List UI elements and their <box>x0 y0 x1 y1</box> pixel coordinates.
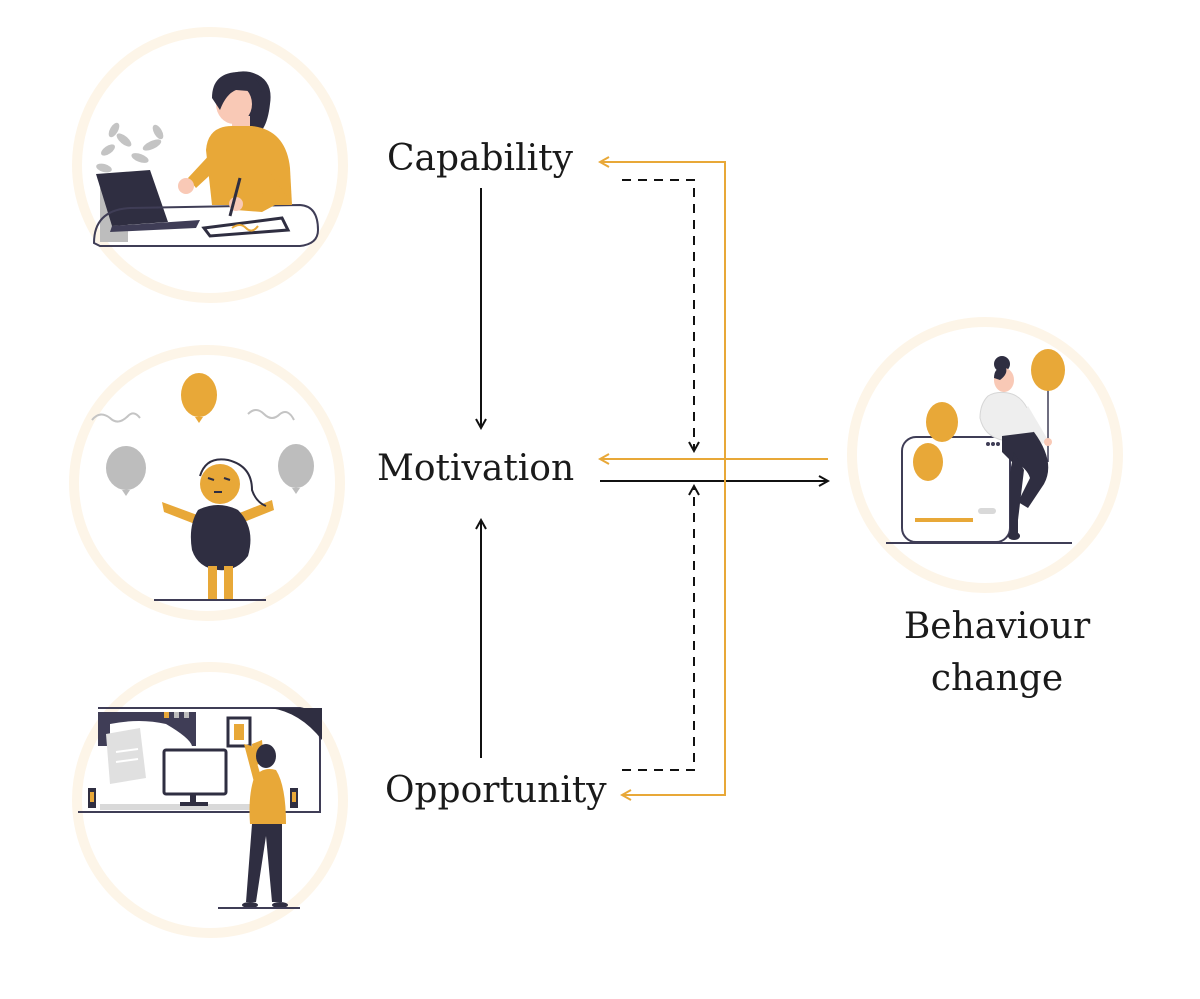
dashed-arrow-opportunity-to-motivation <box>622 486 694 771</box>
behaviour-illustration <box>847 317 1123 593</box>
dashed-arrow-capability-to-motivation <box>622 179 694 451</box>
opportunity-label: Opportunity <box>385 770 607 811</box>
feedback-arrow-to-opportunity <box>622 458 726 795</box>
person-juggling-balloons-icon <box>91 373 314 601</box>
behaviour-label-line1: Behaviour <box>904 606 1091 647</box>
motivation-illustration <box>69 345 345 621</box>
opportunity-circle <box>72 662 348 938</box>
person-at-board-icon <box>78 707 322 909</box>
motivation-label: Motivation <box>377 448 574 489</box>
opportunity-illustration <box>72 662 348 938</box>
capability-illustration <box>72 27 348 303</box>
feedback-arrow-to-capability <box>600 162 726 458</box>
woman-with-balloons-icon <box>886 349 1072 544</box>
capability-label: Capability <box>387 138 574 179</box>
behaviour-label-line2: change <box>931 658 1063 699</box>
person-at-desk-icon <box>92 71 320 247</box>
